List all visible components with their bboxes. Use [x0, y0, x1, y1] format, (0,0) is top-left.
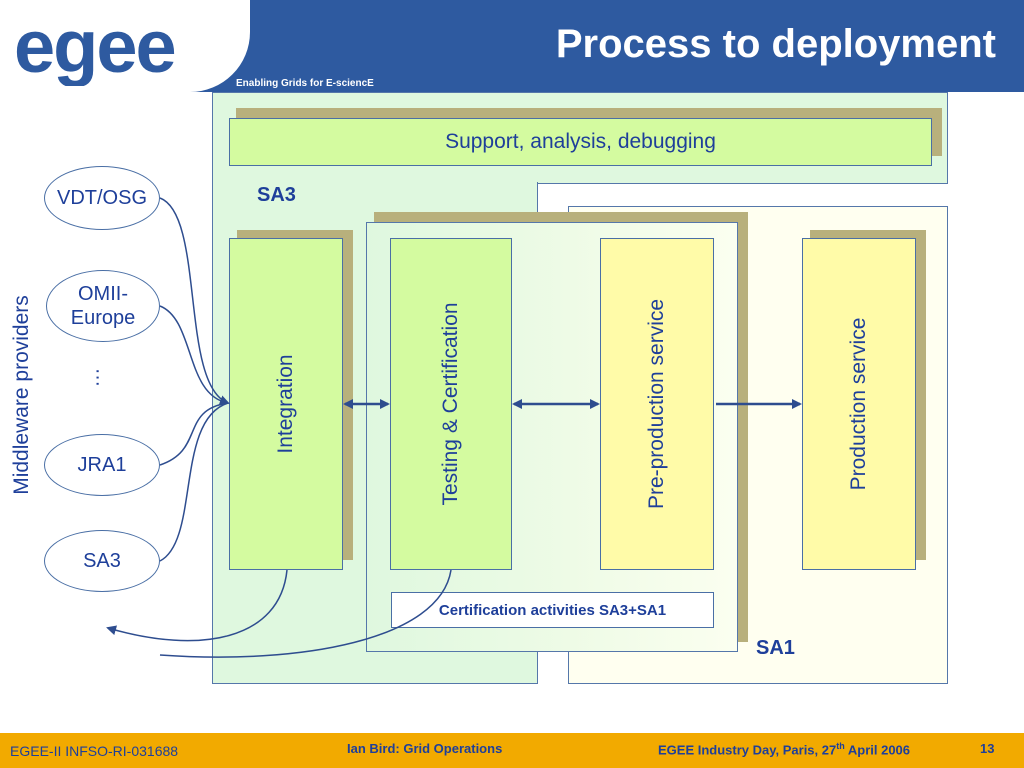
curve-vdt-to-integration: [159, 197, 230, 405]
support-box: Support, analysis, debugging: [229, 118, 932, 166]
provider-sa3: SA3: [44, 530, 160, 592]
footer-bar: EGEE-II INFSO-RI-031688 Ian Bird: Grid O…: [0, 733, 1024, 768]
egee-logo-text: egee: [14, 6, 175, 86]
tagline: Enabling Grids for E-sciencE: [236, 78, 374, 89]
stage-production: Production service: [802, 238, 916, 570]
logo-area: egee: [0, 0, 250, 92]
curve-sa3-to-integration: [159, 402, 229, 562]
stage-pre-production: Pre-production service: [600, 238, 714, 570]
footer-event: EGEE Industry Day, Paris, 27th April 200…: [658, 741, 910, 757]
cert-activities-box: Certification activities SA3+SA1: [391, 592, 714, 628]
curve-jra1-to-integration: [159, 402, 229, 466]
page-title: Process to deployment: [555, 22, 996, 66]
feedback-curve-integration: [106, 569, 288, 642]
provider-vdt-osg-label: VDT/OSG: [56, 187, 147, 209]
provider-omii-europe: OMII-Europe: [46, 270, 160, 342]
feedback-curve-testing: [159, 569, 452, 658]
provider-sa3-label: SA3: [83, 550, 121, 572]
footer-event-sup: th: [836, 741, 845, 751]
footer-author: Ian Bird: Grid Operations: [347, 741, 503, 756]
provider-omii-label: OMII-Europe: [70, 283, 136, 329]
provider-jra1: JRA1: [44, 434, 160, 496]
sa3-label: SA3: [257, 184, 296, 206]
footer-project-id: EGEE-II INFSO-RI-031688: [10, 743, 179, 759]
footer-event-prefix: EGEE Industry Day, Paris, 27: [658, 742, 837, 758]
curve-omii-to-integration: [159, 305, 229, 404]
page-number: 13: [980, 741, 995, 756]
sa3-region-join: [213, 180, 535, 184]
sa1-label: SA1: [756, 637, 795, 659]
stage-testing-certification: Testing & Certification: [390, 238, 512, 570]
provider-jra1-label: JRA1: [77, 454, 127, 476]
egee-logo: egee: [14, 6, 177, 86]
provider-vdt-osg: VDT/OSG: [44, 166, 160, 230]
footer-event-suffix: April 2006: [844, 742, 911, 758]
